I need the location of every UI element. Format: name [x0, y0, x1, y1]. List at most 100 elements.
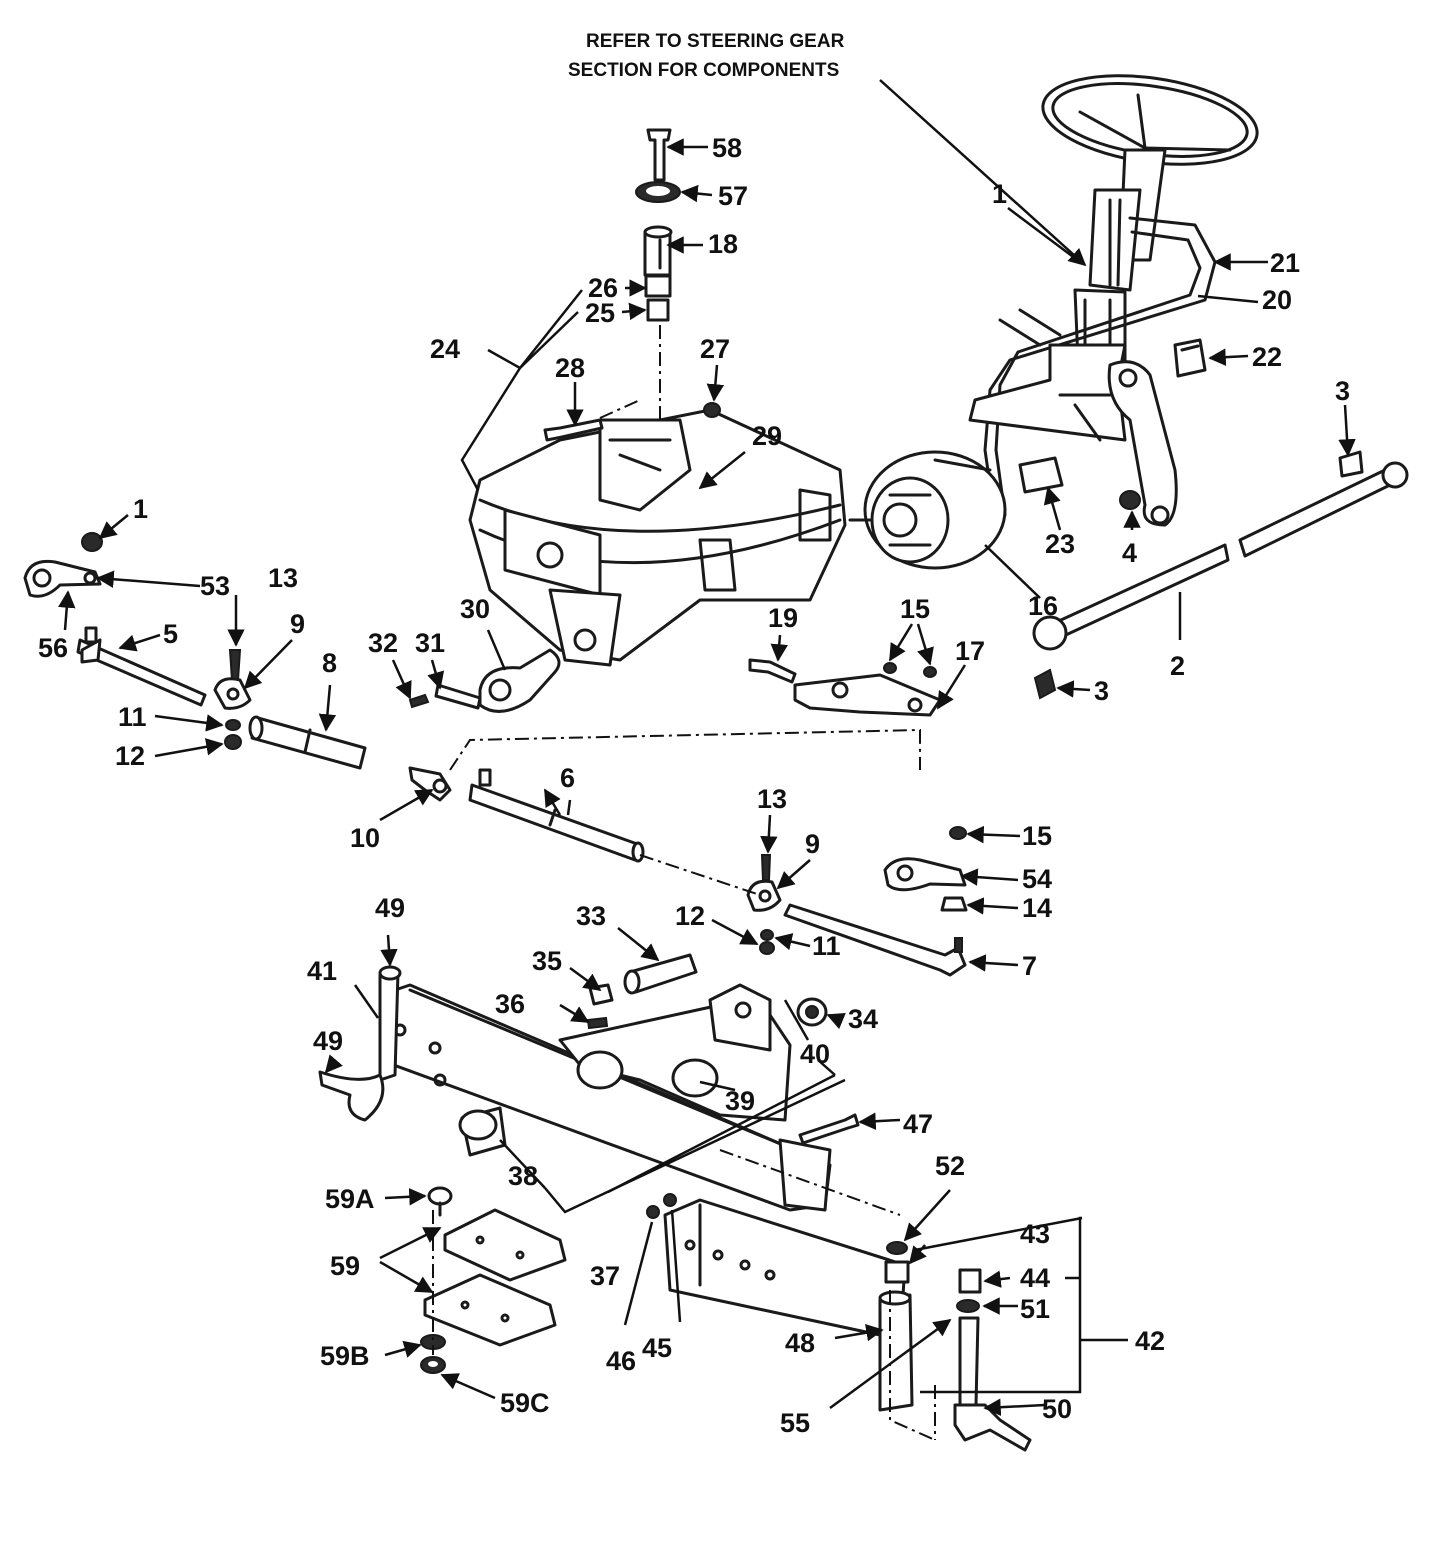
callout-1-top: 1 — [992, 179, 1007, 209]
callout-59: 59 — [330, 1251, 360, 1281]
callout-9-right: 9 — [805, 829, 820, 859]
callout-55: 55 — [780, 1408, 810, 1438]
callout-10: 10 — [350, 823, 380, 853]
callout-28: 28 — [555, 353, 585, 383]
callout-51: 51 — [1020, 1294, 1050, 1324]
nut-1 — [81, 532, 103, 552]
callout-23: 23 — [1045, 529, 1075, 559]
pitman-arm — [1107, 360, 1178, 527]
callout-13-left: 13 — [268, 563, 298, 593]
callout-34: 34 — [848, 1004, 878, 1034]
bolt-28 — [543, 418, 604, 442]
nut-12-left — [224, 734, 242, 750]
washer-57 — [635, 181, 681, 203]
callout-33: 33 — [576, 901, 606, 931]
callout-47: 47 — [903, 1109, 933, 1139]
callout-49-left: 49 — [313, 1026, 343, 1056]
nut-14 — [940, 896, 968, 912]
cover-plate-59-top — [443, 1208, 567, 1282]
callout-58: 58 — [712, 133, 742, 163]
note-line-1: REFER TO STEERING GEAR — [586, 31, 845, 52]
callout-1-left: 1 — [133, 494, 148, 524]
callout-30: 30 — [460, 594, 490, 624]
callout-32: 32 — [368, 628, 398, 658]
bushing-26 — [644, 274, 672, 298]
bolt-58 — [646, 128, 672, 182]
bolt-13-right — [760, 854, 772, 881]
callout-21: 21 — [1270, 248, 1300, 278]
bushing-44 — [958, 1268, 982, 1294]
clamp-9-left — [213, 677, 252, 710]
callout-4: 4 — [1122, 538, 1137, 568]
callout-17: 17 — [955, 636, 985, 666]
bolt-13-left — [228, 649, 242, 681]
tie-rod-end-10 — [408, 766, 452, 802]
tie-rod-6 — [468, 768, 645, 863]
bushing-18 — [643, 225, 673, 277]
washer-45 — [663, 1193, 677, 1207]
callout-14: 14 — [1022, 893, 1052, 923]
callout-18: 18 — [708, 229, 738, 259]
callout-15-top: 15 — [900, 594, 930, 624]
callout-2: 2 — [1170, 651, 1185, 681]
callout-59c: 59C — [500, 1388, 550, 1418]
callout-29: 29 — [752, 421, 782, 451]
callout-59b: 59B — [320, 1341, 370, 1371]
callout-31: 31 — [415, 628, 445, 658]
callout-19: 19 — [768, 603, 798, 633]
callout-8: 8 — [322, 648, 337, 678]
arm-54 — [883, 857, 967, 892]
drag-link-2 — [1032, 450, 1409, 700]
callout-13-right: 13 — [757, 784, 787, 814]
callout-56: 56 — [38, 633, 68, 663]
callout-48: 48 — [785, 1328, 815, 1358]
callout-35: 35 — [532, 946, 562, 976]
callout-5: 5 — [163, 619, 178, 649]
callout-52: 52 — [935, 1151, 965, 1181]
nuts-15-top — [883, 662, 937, 678]
callout-38: 38 — [508, 1161, 538, 1191]
callout-46: 46 — [606, 1346, 636, 1376]
kingpin-tube-55 — [878, 1290, 914, 1412]
clamp-9-right — [746, 879, 782, 912]
bolt-47 — [798, 1113, 860, 1145]
nut-27 — [703, 402, 721, 418]
nut-15-right — [949, 826, 967, 840]
clamps-22-23 — [1018, 338, 1207, 494]
callout-20: 20 — [1262, 285, 1292, 315]
valve-30 — [478, 648, 561, 713]
callout-25: 25 — [585, 298, 615, 328]
callout-44: 44 — [1020, 1263, 1050, 1293]
callout-39: 39 — [725, 1086, 755, 1116]
fitting-35 — [588, 983, 614, 1006]
callout-11-right: 11 — [812, 931, 841, 961]
plug-59a — [427, 1186, 453, 1217]
steering-wheel-assembly — [983, 74, 1259, 522]
callout-41: 41 — [307, 956, 337, 986]
screw-32 — [408, 693, 430, 709]
callout-59a: 59A — [325, 1184, 375, 1214]
bolt-19 — [748, 658, 797, 684]
callout-45: 45 — [642, 1333, 672, 1363]
callout-15-right: 15 — [1022, 821, 1052, 851]
callout-43: 43 — [1020, 1219, 1050, 1249]
callout-36: 36 — [495, 989, 525, 1019]
callout-12-right: 12 — [675, 901, 705, 931]
callout-22: 22 — [1252, 342, 1282, 372]
cover-plate-59-bottom — [423, 1273, 557, 1347]
callout-50: 50 — [1042, 1394, 1072, 1424]
tube-8 — [248, 715, 367, 770]
arm-53 — [23, 559, 102, 598]
callout-57: 57 — [718, 181, 748, 211]
nut-12-right — [759, 941, 775, 955]
callout-42: 42 — [1135, 1326, 1165, 1356]
leaders — [58, 79, 1356, 1416]
callout-40: 40 — [800, 1039, 830, 1069]
bushing-25 — [646, 298, 670, 322]
tie-rod-5 — [76, 626, 207, 707]
pump-16 — [848, 450, 1007, 570]
callout-12-left: 12 — [115, 741, 145, 771]
bracket-17 — [793, 673, 942, 717]
washer-11-right — [760, 929, 774, 941]
assembly-lines — [432, 325, 936, 1441]
